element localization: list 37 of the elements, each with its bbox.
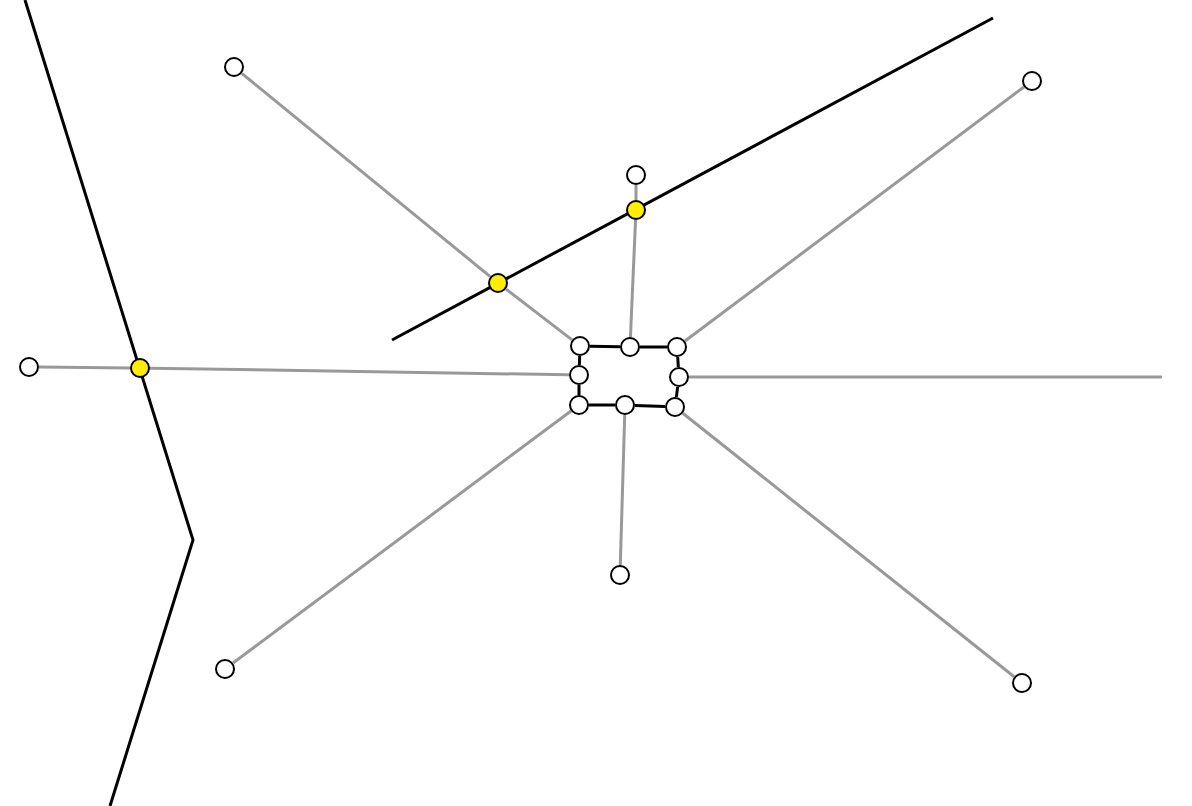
connector-line — [240, 72, 492, 278]
point-marker — [215, 659, 235, 679]
point-marker — [620, 337, 640, 357]
connector-line — [684, 85, 1025, 343]
connector-line — [577, 355, 582, 366]
connector-line — [505, 287, 573, 342]
connector-line — [39, 365, 130, 370]
connector-line — [149, 366, 570, 377]
connector-line — [681, 412, 1016, 678]
point-marker — [610, 565, 630, 585]
point-marker — [626, 165, 646, 185]
intersection-point — [130, 358, 150, 378]
point-marker — [669, 367, 689, 387]
point-marker — [569, 365, 589, 385]
intersection-point — [488, 273, 508, 293]
connector-line — [674, 386, 680, 398]
point-marker — [665, 397, 685, 417]
connector-line — [589, 403, 615, 407]
point-marker — [615, 395, 635, 415]
point-marker — [19, 357, 39, 377]
point-marker — [667, 337, 687, 357]
intersection-point — [626, 200, 646, 220]
connector-line — [628, 219, 638, 338]
connector-line — [640, 345, 667, 349]
connector-line — [676, 356, 680, 368]
connector-line — [232, 409, 572, 665]
connector-line — [577, 385, 581, 395]
connector-line — [634, 403, 666, 409]
point-marker — [569, 395, 589, 415]
connector-line — [618, 414, 627, 566]
connector-line — [689, 375, 1162, 379]
point-marker — [1012, 673, 1032, 693]
point-marker — [224, 57, 244, 77]
point-marker — [1022, 71, 1042, 91]
connector-line — [589, 344, 621, 349]
connector-line — [634, 185, 638, 200]
point-marker — [570, 336, 590, 356]
